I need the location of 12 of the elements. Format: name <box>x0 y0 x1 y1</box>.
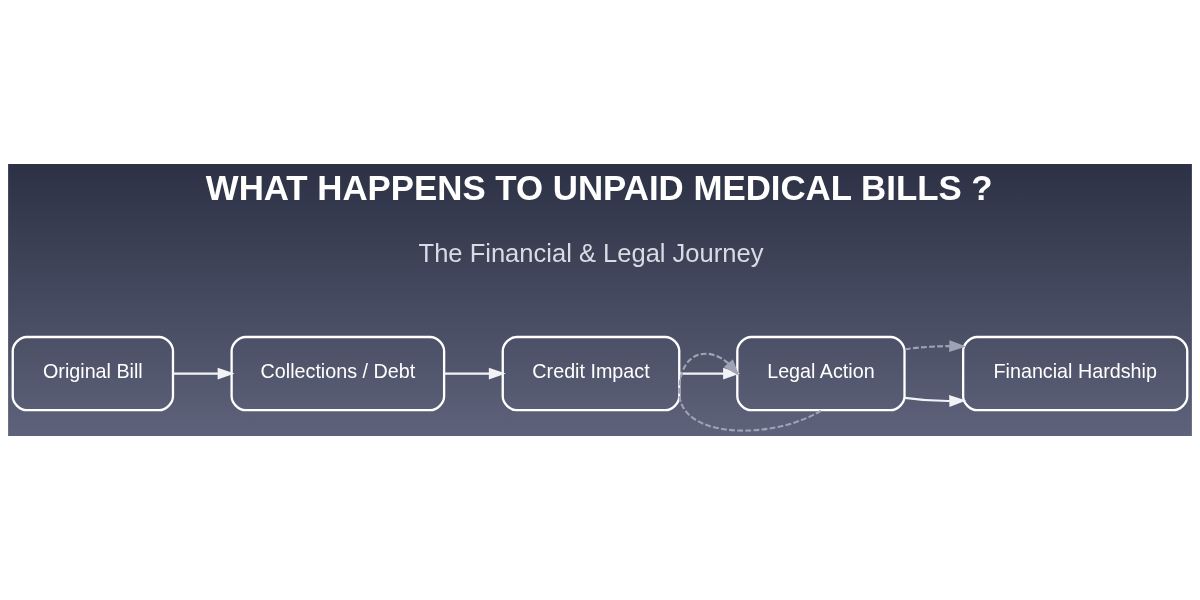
label: The Financial & Legal Journey <box>418 239 764 268</box>
arrow <box>904 340 967 353</box>
node-box: Legal Action <box>736 335 906 412</box>
arrow <box>904 395 967 407</box>
diagram-title: WHAT HAPPENS TO UNPAID MEDICAL BILLS ? <box>205 168 993 207</box>
arrow <box>173 367 235 380</box>
node-box: Financial Hardship <box>962 335 1189 412</box>
node-box: Credit Impact <box>501 335 681 412</box>
node-box: Collections / Debt <box>230 335 446 412</box>
node-box: Original Bill <box>11 335 175 412</box>
arrow <box>679 367 741 380</box>
arrow <box>444 367 506 380</box>
